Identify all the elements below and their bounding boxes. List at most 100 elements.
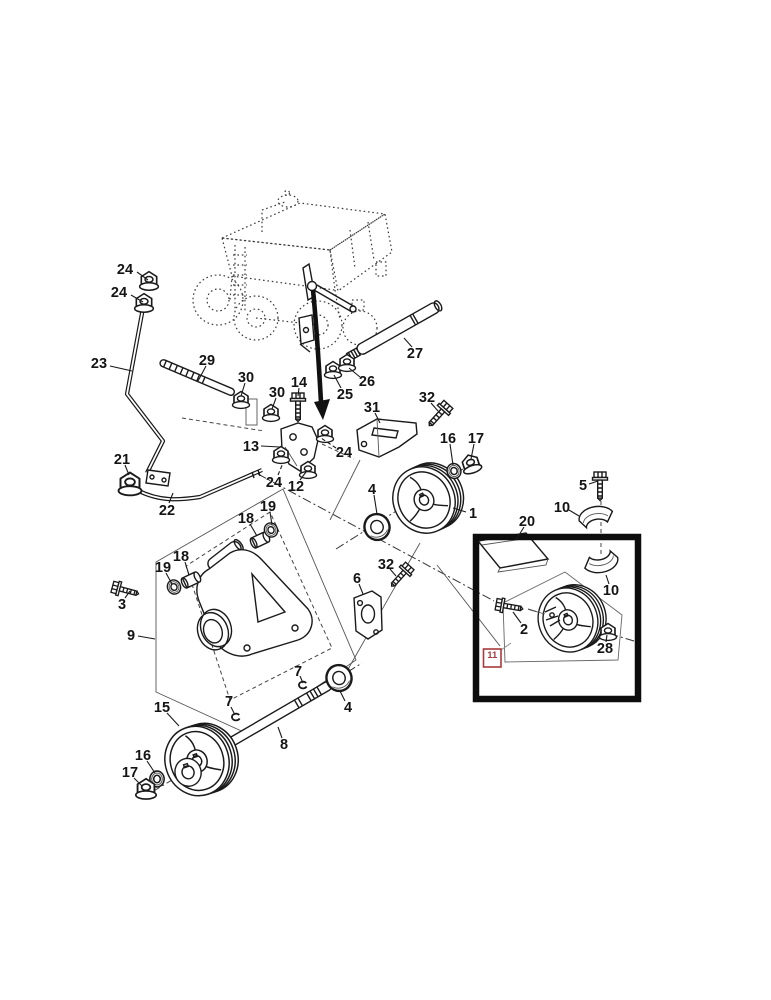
part-label-16: 16 xyxy=(135,748,151,764)
panel-9-group xyxy=(109,488,357,735)
part-label-21: 21 xyxy=(114,452,130,468)
leader-line xyxy=(130,294,144,303)
part-label-4: 4 xyxy=(344,700,352,716)
leader-line xyxy=(249,523,258,537)
leader-line xyxy=(403,337,413,348)
part-label-17: 17 xyxy=(468,431,484,447)
part-label-13: 13 xyxy=(243,439,259,455)
leader-line xyxy=(299,471,307,481)
shaft-8-group xyxy=(134,660,357,805)
pulley-1-group xyxy=(359,451,484,545)
leader-line xyxy=(430,402,439,412)
part-label-18: 18 xyxy=(238,511,254,527)
shaft-27-group xyxy=(323,300,443,380)
part-label-7: 7 xyxy=(225,694,233,710)
leader-line xyxy=(358,583,364,595)
part-label-24: 24 xyxy=(336,445,352,461)
part-label-3: 3 xyxy=(118,597,126,613)
bracket-13-group xyxy=(271,392,335,480)
leader-line xyxy=(512,611,522,624)
part-label-15: 15 xyxy=(154,700,170,716)
leader-line xyxy=(124,464,130,476)
part-label-2: 2 xyxy=(520,622,528,638)
leader-line xyxy=(299,675,304,684)
leader-line xyxy=(240,382,246,397)
part-label-32: 32 xyxy=(378,557,394,573)
part-label-19: 19 xyxy=(155,560,171,576)
leader-line xyxy=(470,443,475,460)
leader-line xyxy=(136,271,149,281)
leader-lines xyxy=(109,271,610,787)
part-label-22: 22 xyxy=(159,503,175,519)
leader-line xyxy=(197,365,207,382)
leader-line xyxy=(588,480,599,485)
leader-line xyxy=(260,445,281,448)
leader-line xyxy=(605,574,610,585)
part-label-9: 9 xyxy=(127,628,135,644)
bracket-31-group xyxy=(356,398,455,458)
leader-line xyxy=(320,437,337,449)
leader-line xyxy=(389,568,397,577)
part-label-5: 5 xyxy=(579,478,587,494)
leader-line xyxy=(339,690,346,702)
leader-line xyxy=(348,367,361,378)
leader-line xyxy=(449,443,454,466)
leader-line xyxy=(165,572,173,585)
bracket-6-group xyxy=(353,560,416,640)
part-label-27: 27 xyxy=(407,346,423,362)
highlight-box xyxy=(472,533,642,703)
part-label-4: 4 xyxy=(368,482,376,498)
leader-line xyxy=(374,412,381,424)
threaded-rod-group xyxy=(159,359,281,426)
leader-line xyxy=(277,462,284,476)
part-label-26: 26 xyxy=(359,374,375,390)
tractor-outline xyxy=(192,189,393,350)
part-label-8: 8 xyxy=(280,737,288,753)
leader-line xyxy=(568,509,580,517)
red-callout-11: 11 xyxy=(482,642,512,668)
leader-line xyxy=(373,494,378,515)
part-label-6: 6 xyxy=(353,571,361,587)
part-label-30: 30 xyxy=(238,370,254,386)
part-label-24: 24 xyxy=(266,475,282,491)
leader-line xyxy=(184,561,190,576)
lift-rod-group xyxy=(117,270,263,502)
part-label-28: 28 xyxy=(597,641,613,657)
down-arrow xyxy=(310,289,330,420)
leader-line xyxy=(333,374,342,389)
red-callout-label: 11 xyxy=(487,650,498,661)
part-label-7: 7 xyxy=(294,664,302,680)
part-label-31: 31 xyxy=(364,400,380,416)
leader-line xyxy=(146,760,156,774)
part-label-10: 10 xyxy=(603,583,619,599)
part-label-16: 16 xyxy=(440,431,456,447)
part-label-14: 14 xyxy=(291,375,307,391)
part-label-29: 29 xyxy=(199,353,215,369)
leader-line xyxy=(277,726,283,739)
leader-line xyxy=(297,387,300,397)
part-label-10: 10 xyxy=(554,500,570,516)
part-label-17: 17 xyxy=(122,765,138,781)
leader-line xyxy=(168,492,174,504)
part-label-20: 20 xyxy=(519,514,535,530)
part-label-25: 25 xyxy=(337,387,353,403)
leader-line xyxy=(109,365,133,372)
leader-line xyxy=(605,634,608,643)
leader-line xyxy=(515,526,525,541)
part-label-32: 32 xyxy=(419,390,435,406)
leader-line xyxy=(230,706,236,716)
part-label-18: 18 xyxy=(173,549,189,565)
leader-line xyxy=(137,635,156,640)
part-label-19: 19 xyxy=(260,499,276,515)
part-label-1: 1 xyxy=(469,506,477,522)
leader-line xyxy=(452,507,467,513)
part-label-12: 12 xyxy=(288,479,304,495)
leader-line xyxy=(133,777,143,787)
leader-line xyxy=(269,511,273,526)
lift-link-detail xyxy=(298,262,357,353)
part-label-24: 24 xyxy=(111,285,127,301)
leader-line xyxy=(124,590,131,599)
